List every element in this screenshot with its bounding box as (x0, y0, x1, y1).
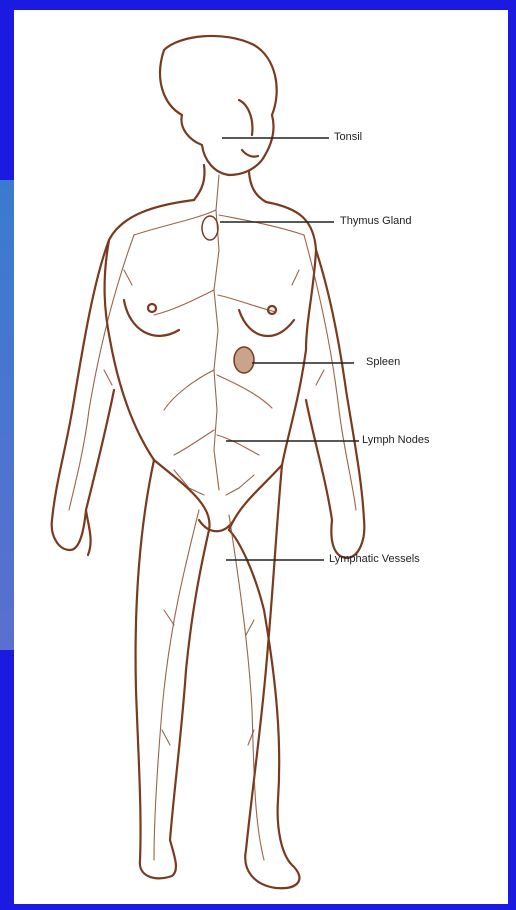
right-arm-outline (306, 250, 364, 558)
thymus-shape (202, 216, 218, 240)
face-outline (239, 100, 258, 157)
head-outline (160, 36, 277, 175)
label-lymphatic-vessels: Lymphatic Vessels (329, 553, 420, 565)
left-leg-outline (136, 460, 209, 878)
neck-outline (194, 165, 266, 202)
spleen-shape (234, 347, 254, 373)
right-leg-outline (229, 465, 299, 888)
human-figure-illustration (14, 10, 508, 904)
pelvis-outline (154, 460, 282, 531)
left-decorative-strip (0, 180, 14, 650)
label-thymus-gland: Thymus Gland (340, 215, 412, 227)
label-spleen: Spleen (366, 356, 400, 368)
label-lymph-nodes: Lymph Nodes (362, 434, 429, 446)
label-tonsil: Tonsil (334, 131, 362, 143)
diagram-panel: Tonsil Thymus Gland Spleen Lymph Nodes L… (14, 10, 508, 904)
